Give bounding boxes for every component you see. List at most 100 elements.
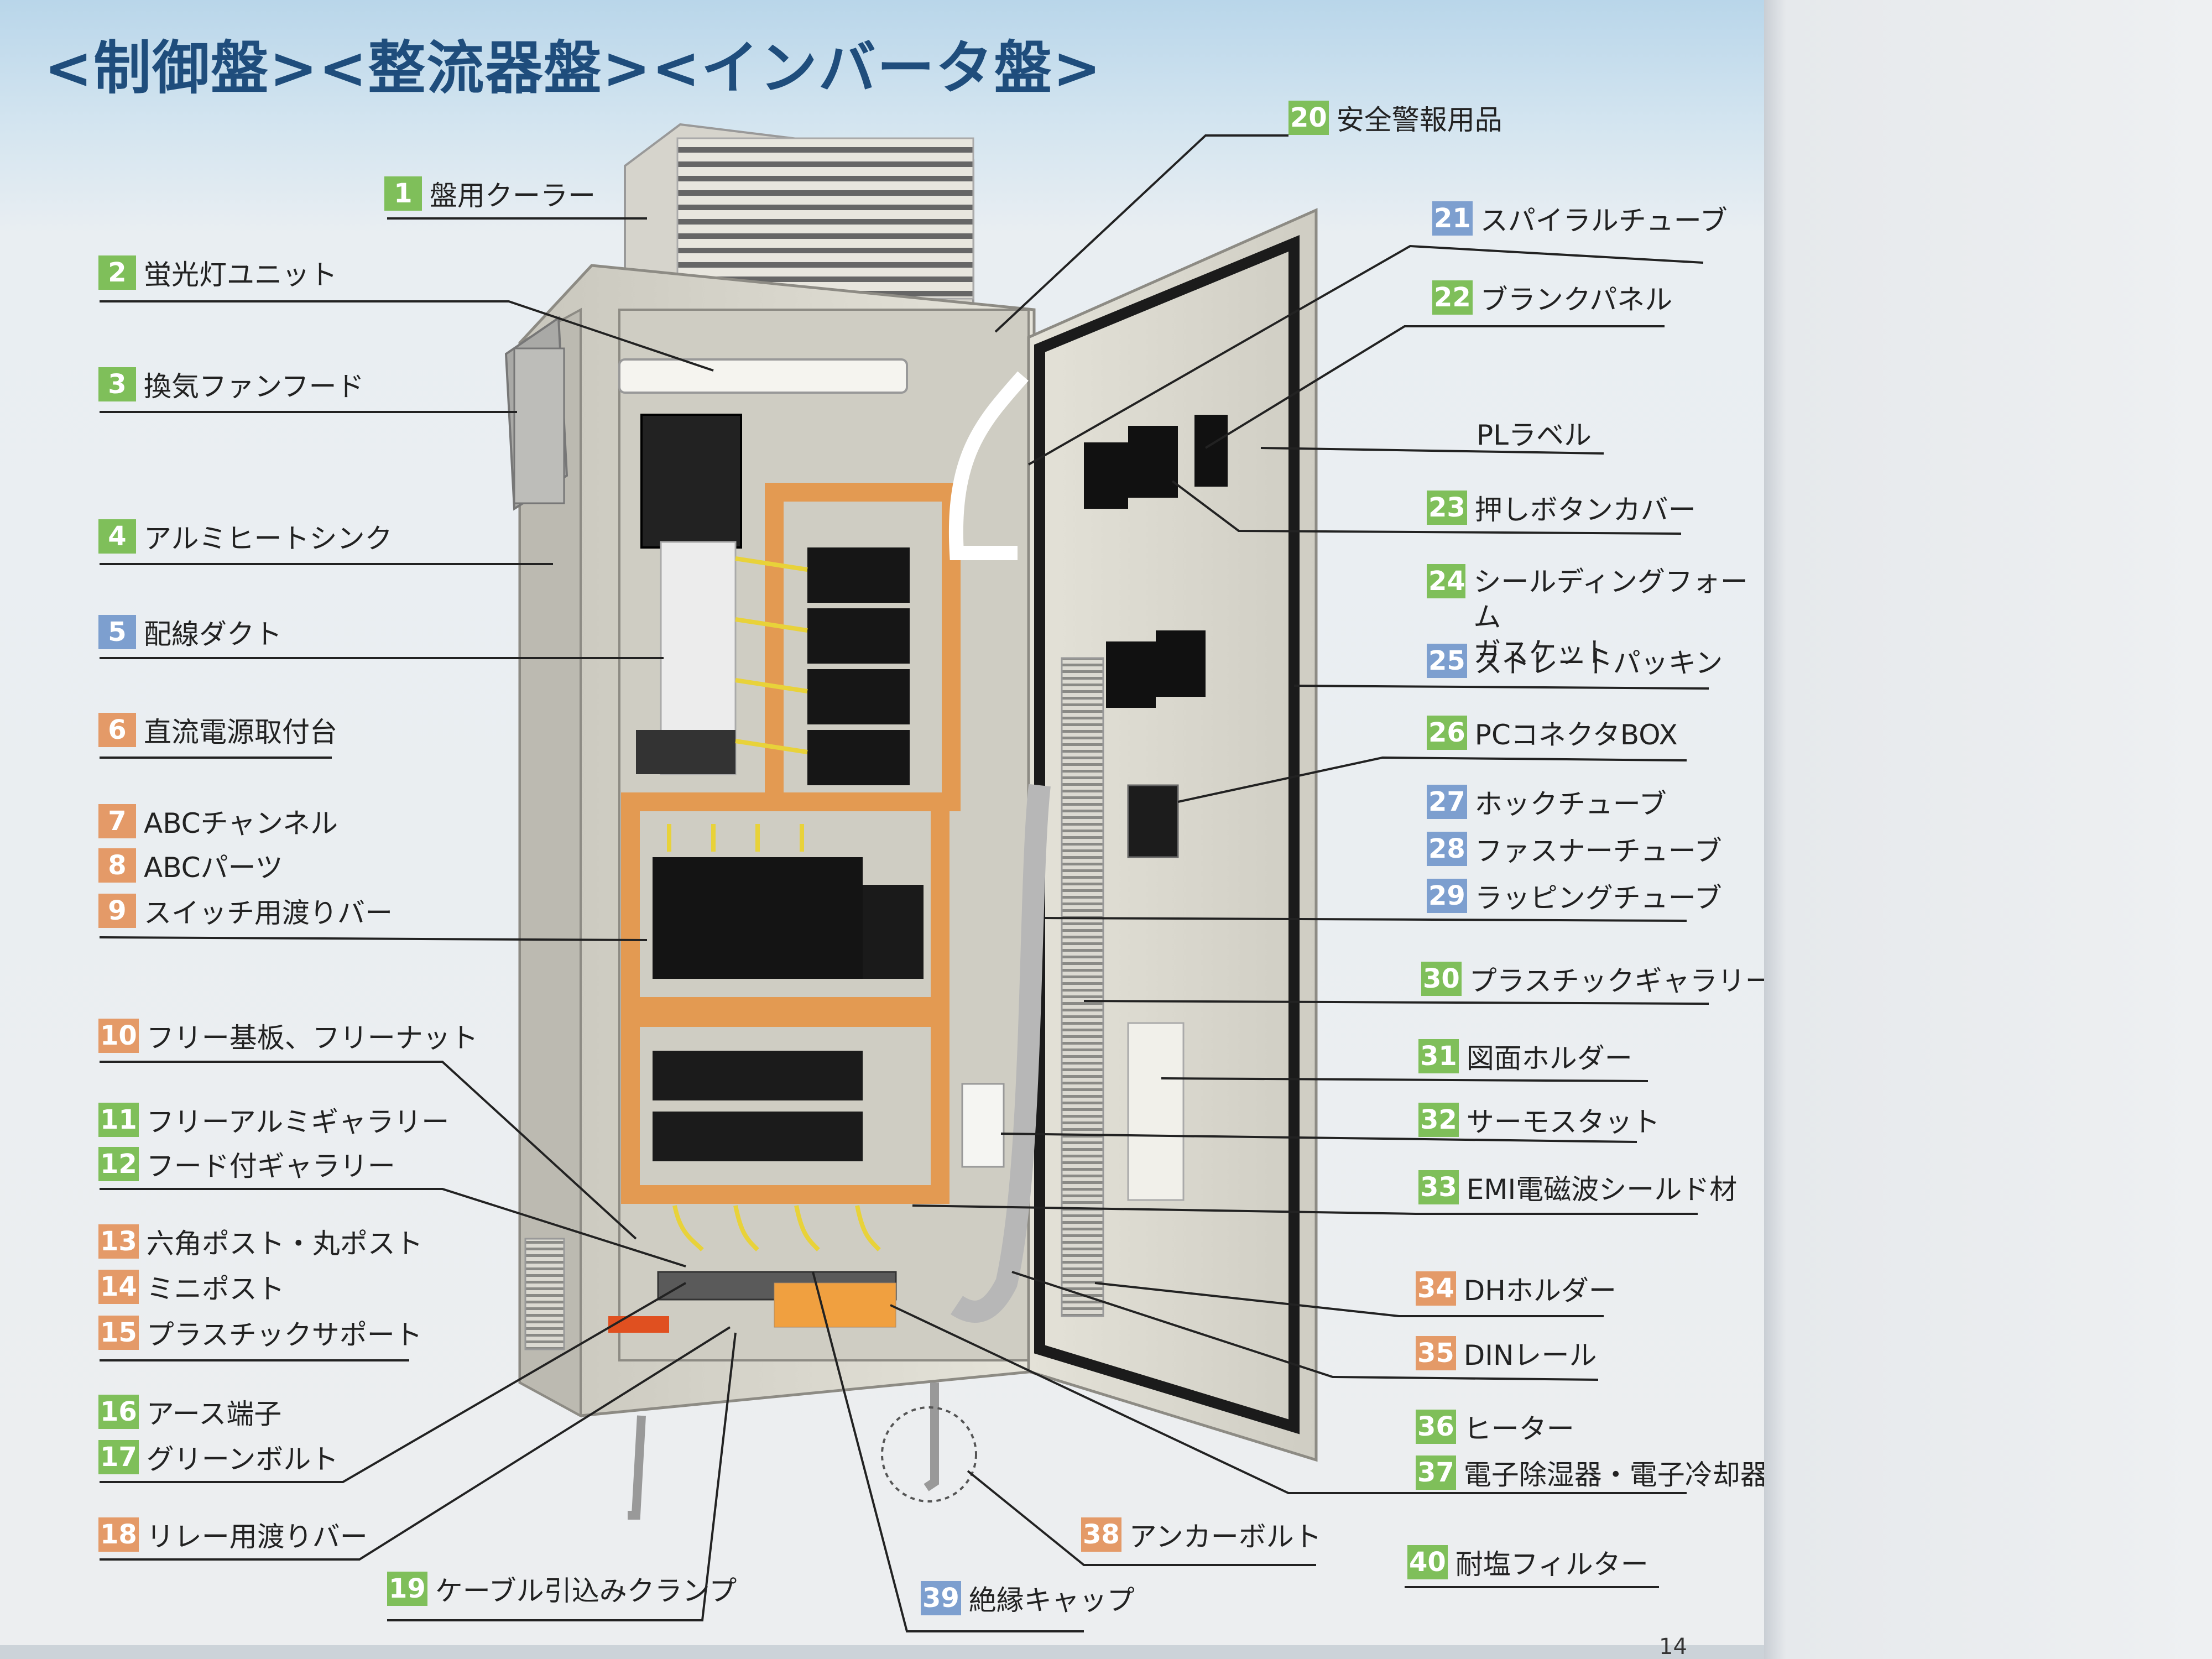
- callout-text: プラスチックサポート: [146, 1319, 422, 1351]
- callout-number: 21: [1432, 201, 1473, 236]
- callout-number: 29: [1427, 879, 1467, 913]
- callout-number: 32: [1418, 1103, 1459, 1137]
- callout-number: 26: [1427, 716, 1467, 750]
- callout-text: PLラベル: [1477, 419, 1592, 451]
- callout-pl-label: PLラベル: [1477, 414, 1592, 452]
- fluorescent-unit: [618, 358, 908, 394]
- abc-channel-frames: [621, 483, 961, 1204]
- callout-text: 盤用クーラー: [430, 180, 596, 212]
- relays: [653, 1051, 863, 1161]
- callout-text: ケーブル引込みクランプ: [435, 1575, 737, 1607]
- callout-text: アンカーボルト: [1129, 1521, 1322, 1553]
- callout-number: 10: [98, 1019, 139, 1053]
- callout-number: 14: [98, 1270, 139, 1304]
- callout-number: 18: [98, 1517, 139, 1552]
- callout-text: 蛍光灯ユニット: [144, 259, 337, 291]
- callout-text: 押しボタンカバー: [1474, 494, 1696, 526]
- callout-number: 12: [98, 1147, 139, 1181]
- callout-number: 37: [1416, 1455, 1456, 1490]
- callout-text: アルミヒートシンク: [144, 523, 393, 555]
- callout-number: 38: [1081, 1517, 1121, 1552]
- callout-number: 8: [98, 848, 136, 883]
- breakers-upper: [807, 547, 910, 785]
- callout-number: 25: [1427, 644, 1467, 678]
- callout-number: 2: [98, 255, 136, 290]
- callout-text: ブランクパネル: [1480, 284, 1673, 316]
- catalog-page: <制御盤><整流器盤><インバータ盤>: [0, 0, 1764, 1659]
- contactors: [653, 857, 924, 979]
- callout-number: 19: [387, 1572, 427, 1606]
- callout-number: 39: [921, 1581, 961, 1615]
- callout-text: ABCパーツ: [144, 852, 283, 884]
- callout-text: ファスナーチューブ: [1474, 835, 1722, 867]
- callout-number: 24: [1427, 564, 1466, 598]
- callout-number: 27: [1427, 785, 1467, 819]
- callout-number: 23: [1427, 491, 1467, 525]
- callout-number: 30: [1421, 962, 1462, 996]
- callout-text: 換気ファンフード: [144, 371, 364, 403]
- callout-text: ミニポスト: [146, 1273, 285, 1305]
- callout-number: 22: [1432, 280, 1473, 315]
- callout-number: 3: [98, 367, 136, 401]
- callout-number: 16: [98, 1395, 139, 1429]
- callout-text: フリーアルミギャラリー: [146, 1106, 450, 1138]
- callout-number: 4: [98, 519, 136, 554]
- callout-number: 31: [1418, 1039, 1459, 1073]
- callout-text: スパイラルチューブ: [1480, 205, 1728, 237]
- callout-text: DINレール: [1463, 1339, 1597, 1371]
- side-gallery: [524, 1238, 565, 1350]
- callout-text: サーモスタット: [1466, 1106, 1660, 1138]
- callout-text: 耐塩フィルター: [1455, 1548, 1648, 1580]
- fan-hood: [504, 316, 568, 511]
- callout-number: 1: [384, 176, 422, 211]
- callout-text: グリーンボルト: [146, 1443, 339, 1475]
- callout-number: 33: [1418, 1170, 1459, 1204]
- callout-text: 配線ダクト: [144, 618, 282, 650]
- callout-number: 20: [1288, 101, 1329, 135]
- callout-text: ホックチューブ: [1474, 788, 1667, 820]
- callout-number: 40: [1407, 1545, 1448, 1579]
- callout-text: ヒーター: [1463, 1413, 1574, 1445]
- callout-number: 6: [98, 713, 136, 747]
- power-unit: [636, 414, 742, 775]
- callout-text: スイッチ用渡りバー: [144, 897, 393, 929]
- callout-number: 13: [98, 1224, 139, 1259]
- page-title: <制御盤><整流器盤><インバータ盤>: [44, 34, 1102, 102]
- cabinet-body: [518, 264, 1036, 1418]
- callout-text: 図面ホルダー: [1466, 1042, 1632, 1074]
- callout-text: 直流電源取付台: [144, 716, 337, 748]
- panel-cooler: [624, 123, 974, 311]
- callout-number: 11: [98, 1103, 139, 1137]
